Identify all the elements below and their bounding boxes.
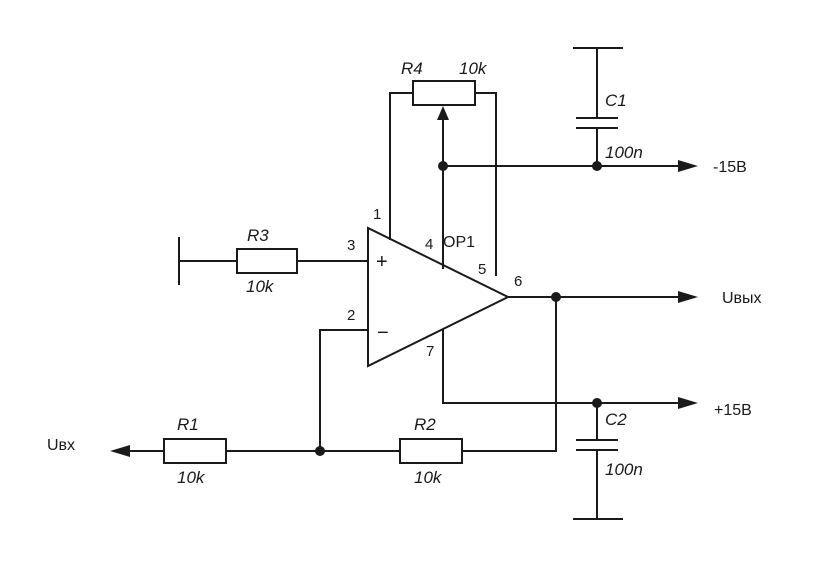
pin-number: 5 [478,261,486,278]
value-r2: 10k [414,468,443,487]
signal-output: Uвых [722,290,762,307]
pin-number: 7 [426,343,434,360]
value-r3: 10k [246,277,275,296]
value-r4: 10k [459,59,488,78]
pin-number: 6 [514,273,522,290]
junction-dot [315,446,325,456]
value-c2: 100n [605,460,643,479]
junction-dot [551,292,561,302]
label-r2: R2 [414,415,436,434]
signal-input: Uвх [47,437,75,454]
pin-number: 1 [373,206,381,223]
junction-dot [592,398,602,408]
label-r4: R4 [401,59,423,78]
arrow-right-icon [678,397,698,409]
label-op1: OP1 [443,234,475,251]
junction-dot [438,161,448,171]
value-r1: 10k [177,468,206,487]
op-minus-sign: − [377,322,389,344]
junction-dot [592,161,602,171]
resistor-r1 [163,438,227,464]
arrow-left-icon [110,445,130,457]
resistor-r3 [236,248,298,274]
pin-number: 4 [425,236,433,253]
arrow-right-icon [678,160,698,172]
arrow-right-icon [678,291,698,303]
value-c1: 100n [605,143,643,162]
pin-number: 2 [347,307,355,324]
signal-neg-supply: -15В [713,159,747,176]
label-c2: C2 [605,410,627,429]
signal-pos-supply: +15В [714,402,752,419]
label-c1: C1 [605,91,627,110]
op-plus-sign: + [376,251,388,273]
wiper-arrow [437,106,449,120]
resistor-r2 [399,438,463,464]
pin-number: 3 [347,237,355,254]
label-r1: R1 [177,415,199,434]
op-amp-triangle [367,226,511,368]
label-r3: R3 [247,226,269,245]
potentiometer-r4 [412,80,476,106]
